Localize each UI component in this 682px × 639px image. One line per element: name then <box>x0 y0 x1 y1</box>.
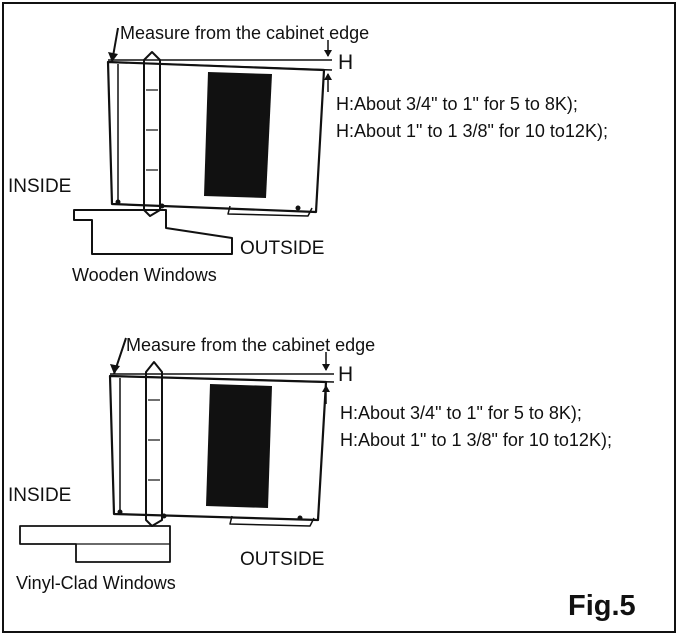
ac-grille <box>206 384 272 508</box>
inside-label: INSIDE <box>8 485 72 506</box>
spec-line-small-units: H:About 3/4" to 1" for 5 to 8K); <box>340 403 582 423</box>
spec-line-large-units: H:About 1" to 1 3/8" for 10 to12K); <box>336 121 608 141</box>
figure-number: Fig.5 <box>568 590 636 622</box>
h-marker: H <box>338 363 354 386</box>
vinyl-sill <box>19 525 171 563</box>
measure-caption: Measure from the cabinet edge <box>120 23 370 43</box>
ac-cabinet <box>106 60 326 214</box>
outside-label: OUTSIDE <box>240 238 325 259</box>
spec-line-large-units: H:About 1" to 1 3/8" for 10 to12K); <box>340 430 612 450</box>
window-type-label: Wooden Windows <box>72 265 217 285</box>
wooden-sill <box>73 209 233 255</box>
figure-frame <box>2 2 676 633</box>
inside-label: INSIDE <box>8 176 72 197</box>
window-type-label: Vinyl-Clad Windows <box>16 573 176 593</box>
measure-caption: Measure from the cabinet edge <box>126 335 376 355</box>
outside-label: OUTSIDE <box>240 549 325 570</box>
spec-line-small-units: H:About 3/4" to 1" for 5 to 8K); <box>336 94 578 114</box>
ac-cabinet <box>108 374 328 522</box>
ac-grille <box>204 72 272 198</box>
h-marker: H <box>338 51 354 74</box>
